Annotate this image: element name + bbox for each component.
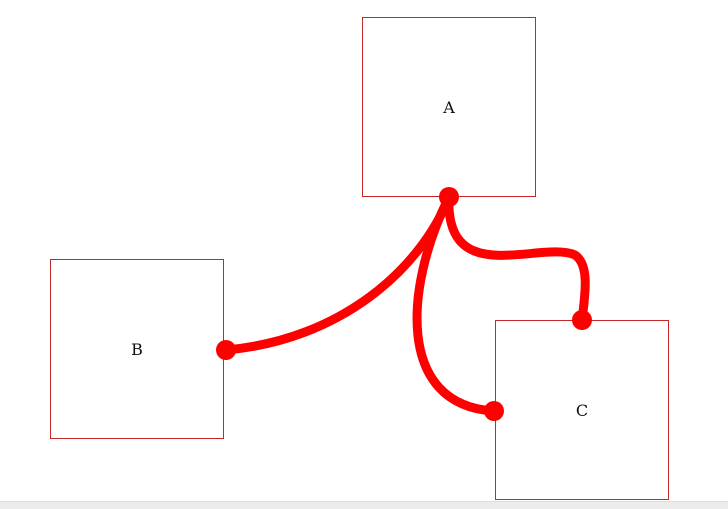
node-c[interactable]: C	[495, 320, 669, 500]
connector-a-c-left[interactable]	[412, 192, 499, 416]
endpoint-c-left[interactable]	[484, 401, 504, 421]
node-b[interactable]: B	[50, 259, 224, 439]
node-c-label: C	[575, 400, 589, 420]
endpoint-c-top[interactable]	[572, 310, 592, 330]
endpoint-a-bottom[interactable]	[439, 187, 459, 207]
node-b-label: B	[131, 339, 143, 359]
node-a[interactable]: A	[362, 17, 536, 197]
horizontal-scrollbar[interactable]	[0, 501, 728, 509]
endpoint-b-right[interactable]	[216, 340, 236, 360]
node-a-label: A	[443, 97, 455, 117]
connector-a-c-top[interactable]	[444, 192, 590, 325]
